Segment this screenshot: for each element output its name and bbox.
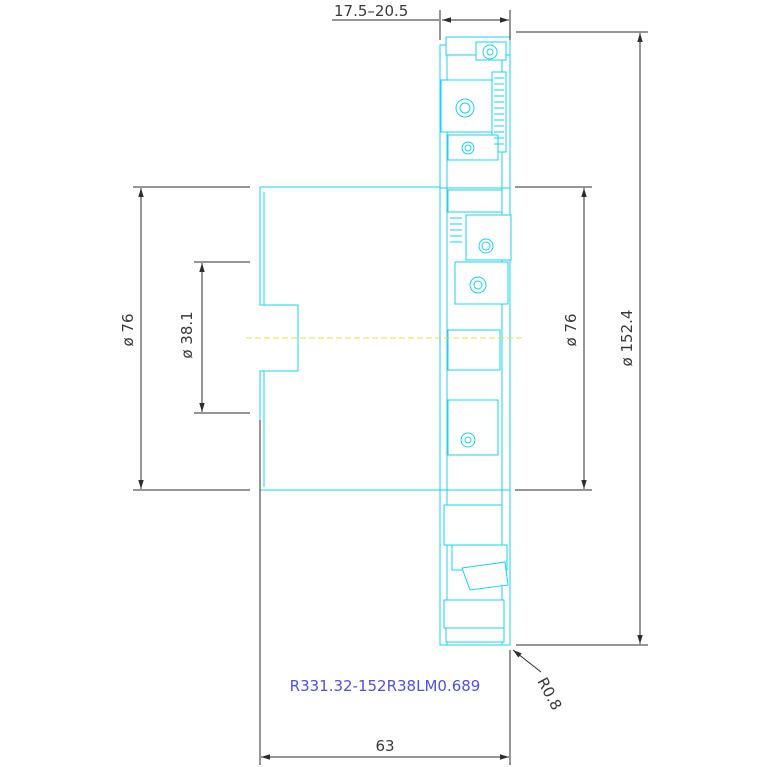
- corner-radius-label: R0.8: [533, 674, 565, 713]
- outer-diameter-label: ø 152.4: [618, 310, 636, 367]
- body-diameter-right-label: ø 76: [562, 313, 580, 346]
- body-diameter-left-label: ø 76: [119, 313, 137, 346]
- part-number: R331.32-152R38LM0.689: [290, 677, 481, 695]
- bore-diameter-dimension: ø 38.1: [178, 261, 250, 414]
- body-diameter-left-dimension: ø 76: [119, 186, 250, 491]
- insert-pockets: [440, 36, 512, 643]
- width-dimension: 17.5–20.5: [332, 2, 511, 40]
- body-diameter-right-dimension: ø 76: [515, 186, 592, 491]
- serrations: [450, 77, 504, 243]
- total-length-label: 63: [375, 737, 394, 755]
- outer-diameter-dimension: ø 152.4: [516, 31, 648, 646]
- bore-diameter-label: ø 38.1: [178, 311, 196, 358]
- width-range-label: 17.5–20.5: [334, 2, 408, 20]
- clamp-screws: [455, 44, 498, 448]
- total-length-dimension: 63: [259, 420, 511, 765]
- corner-radius-callout: R0.8: [512, 649, 565, 713]
